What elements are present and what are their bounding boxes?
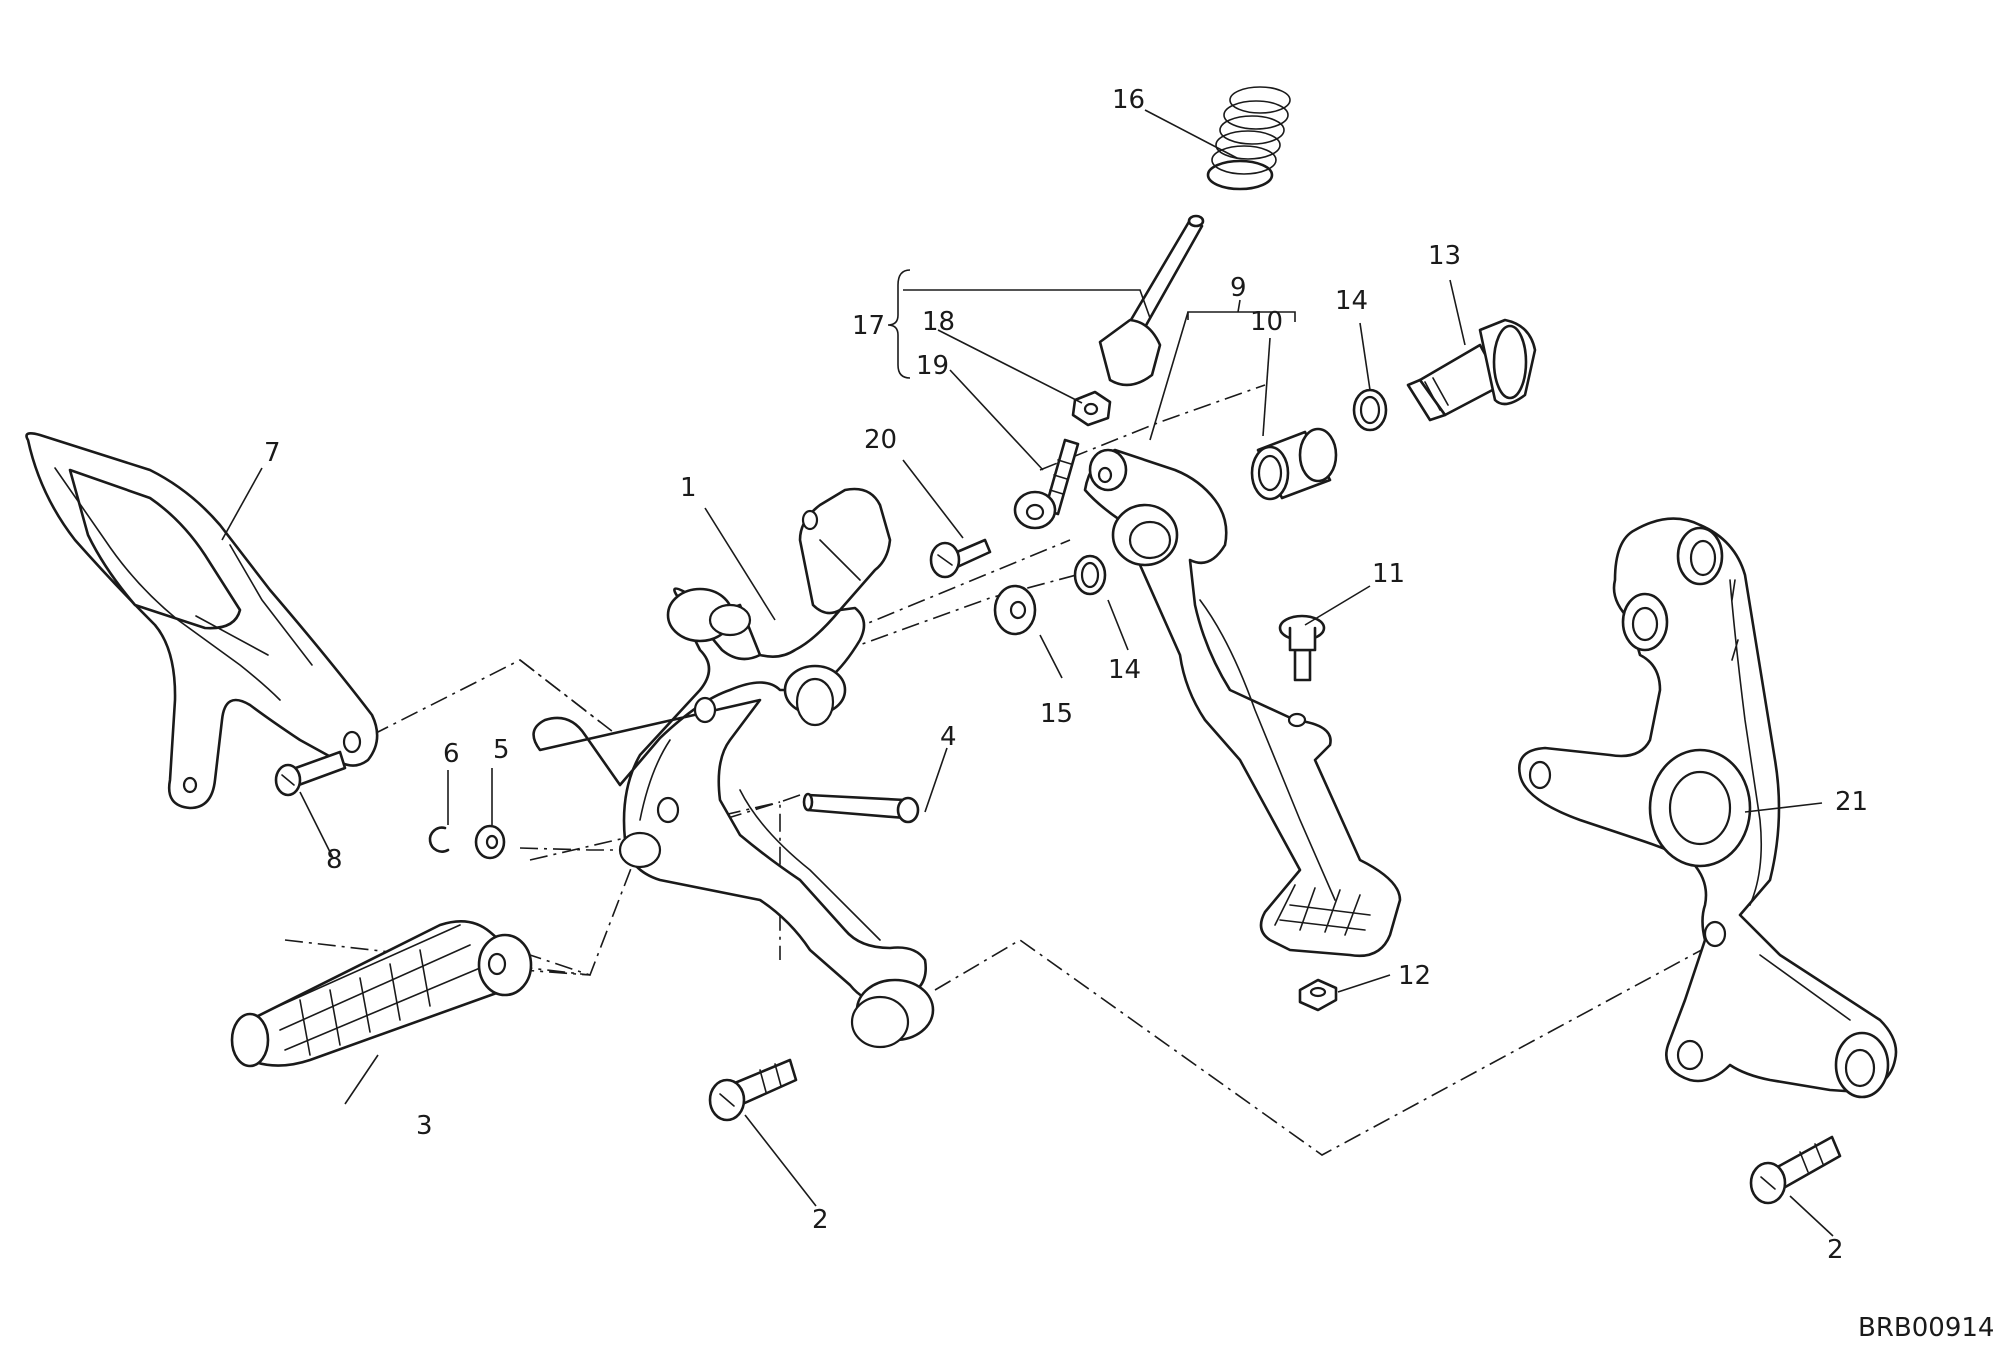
callout-11: 11 [1372, 559, 1405, 589]
screw-2-right [1749, 1135, 1842, 1205]
callout-2-right: 2 [1827, 1235, 1844, 1265]
callout-13: 13 [1428, 241, 1461, 271]
footpeg [230, 919, 533, 1068]
bushing-10 [1250, 427, 1338, 501]
nut-18 [1071, 390, 1112, 427]
pin-4 [802, 792, 920, 824]
callout-7: 7 [264, 438, 281, 468]
pivot-bolt-13 [1406, 318, 1537, 422]
callout-20: 20 [864, 425, 897, 455]
group-brackets [887, 269, 1296, 379]
callout-9: 9 [1230, 273, 1247, 303]
assembly-lines [284, 384, 1721, 1156]
callout-18: 18 [922, 307, 955, 337]
drawing-code: BRB00914 [1858, 1313, 1994, 1343]
callout-12: 12 [1398, 961, 1431, 991]
circlip-6 [428, 826, 450, 853]
screw-2-left [708, 1058, 798, 1122]
o-ring-14-lower [1073, 554, 1107, 596]
callout-labels: 1 2 2 3 4 5 6 7 8 9 10 11 12 13 14 14 15… [264, 85, 1994, 1343]
leader-lines [221, 109, 1834, 1237]
rod-17 [1098, 214, 1205, 387]
rider-footpeg-bracket [532, 487, 935, 1049]
callout-5: 5 [493, 735, 510, 765]
nut-12 [1298, 978, 1338, 1012]
stud-19 [1013, 438, 1080, 530]
callout-1: 1 [680, 473, 697, 503]
screw-20 [929, 538, 992, 579]
o-ring-14-upper [1352, 388, 1388, 432]
callout-14-upper: 14 [1335, 286, 1368, 316]
pin-11 [1278, 614, 1326, 682]
callout-8: 8 [326, 845, 343, 875]
brake-lever [1083, 448, 1402, 958]
washer-5 [474, 824, 506, 860]
washer-15 [993, 584, 1037, 636]
callout-15: 15 [1040, 699, 1073, 729]
callout-10: 10 [1250, 307, 1283, 337]
callout-2-left: 2 [812, 1205, 829, 1235]
callout-3: 3 [416, 1111, 433, 1141]
callout-17: 17 [852, 311, 885, 341]
callout-19: 19 [916, 351, 949, 381]
callout-6: 6 [443, 739, 460, 769]
right-bracket [1518, 517, 1898, 1099]
spring-16 [1206, 86, 1291, 191]
callout-21: 21 [1835, 787, 1868, 817]
heel-guard [25, 432, 379, 810]
callout-16: 16 [1112, 85, 1145, 115]
callout-14-lower: 14 [1108, 655, 1141, 685]
screw-8 [274, 750, 347, 797]
callout-4: 4 [940, 722, 957, 752]
